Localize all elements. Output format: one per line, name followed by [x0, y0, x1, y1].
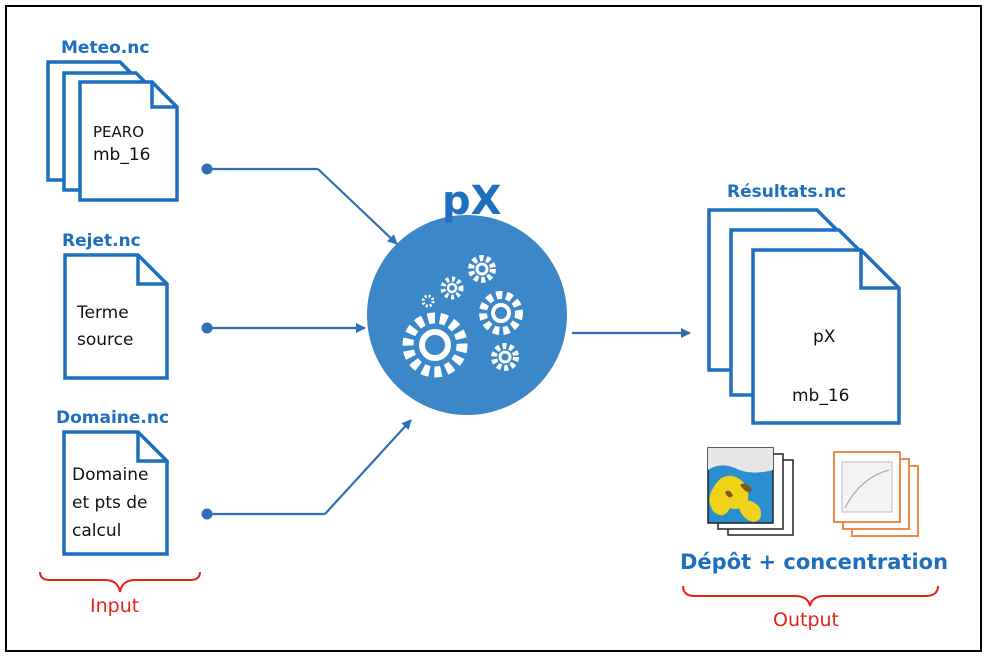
meteo-doc-stack — [46, 60, 179, 202]
model-name: pX — [442, 178, 502, 224]
output-label: Output — [773, 609, 839, 631]
rejet-line2: source — [77, 330, 134, 350]
input-brace — [39, 571, 201, 593]
rejet-doc — [63, 253, 169, 380]
input-connectors — [207, 167, 412, 516]
connector-dot-rejet — [201, 322, 213, 334]
output-caption: Dépôt + concentration — [680, 550, 949, 574]
resultats-doc-stack — [707, 208, 901, 425]
domaine-filename: Domaine.nc — [56, 408, 170, 428]
connector-dot-domaine — [201, 508, 213, 520]
domaine-line2: et pts de — [72, 493, 148, 513]
chart-thumbnails — [833, 451, 919, 537]
resultats-line2: mb_16 — [792, 386, 850, 406]
map-thumbnails — [707, 447, 794, 536]
input-label: Input — [90, 595, 140, 617]
output-brace — [682, 585, 939, 607]
rejet-line1: Terme — [77, 303, 129, 323]
domaine-line1: Domaine — [72, 465, 149, 485]
meteo-filename: Meteo.nc — [61, 38, 150, 58]
domaine-doc — [62, 430, 169, 556]
meteo-line1: PEARO — [93, 123, 145, 141]
resultats-filename: Résultats.nc — [727, 182, 847, 202]
gears-icon — [367, 215, 567, 415]
connector-dot-meteo — [201, 163, 213, 175]
rejet-filename: Rejet.nc — [62, 231, 141, 251]
resultats-line1: pX — [813, 327, 836, 347]
domaine-line3: calcul — [72, 521, 122, 541]
meteo-line2: mb_16 — [93, 145, 151, 165]
